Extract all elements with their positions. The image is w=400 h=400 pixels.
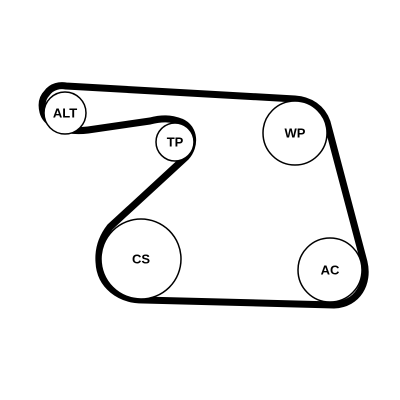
pulley-tp: TP — [155, 122, 195, 162]
pulley-alt-circle — [43, 91, 87, 135]
pulley-wp-circle — [262, 100, 328, 166]
pulley-alt: ALT — [43, 91, 87, 135]
pulley-ac-label: AC — [321, 263, 340, 278]
pulley-cs-circle — [100, 218, 182, 300]
pulley-wp: WP — [262, 100, 328, 166]
pulley-cs: CS — [100, 218, 182, 300]
pulley-alt-label: ALT — [53, 106, 77, 121]
pulley-tp-label: TP — [167, 135, 184, 150]
pulley-tp-circle — [155, 122, 195, 162]
pulley-ac-circle — [297, 237, 363, 303]
pulley-ac: AC — [297, 237, 363, 303]
pulley-wp-label: WP — [285, 126, 306, 141]
pulley-cs-label: CS — [132, 252, 150, 267]
